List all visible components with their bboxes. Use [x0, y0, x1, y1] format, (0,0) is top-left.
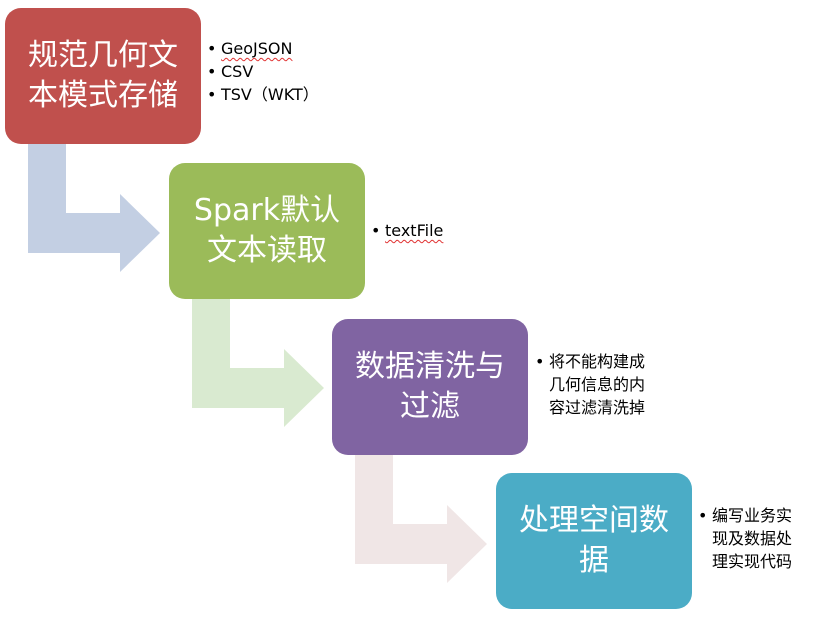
arrow-3-to-4	[355, 454, 487, 583]
arrow-2-to-3	[192, 298, 324, 427]
note-textfile: textFile	[371, 219, 443, 242]
step-1-line-1: 规范几何文	[28, 38, 178, 73]
step-3-notes: 将不能构建成 几何信息的内 容过滤清洗掉	[535, 350, 645, 419]
arrow-1-to-2	[28, 143, 160, 272]
step-2-line-1: Spark默认	[193, 193, 341, 228]
step-box-clean-filter: 数据清洗与 过滤	[332, 319, 528, 455]
step-box-spark-text-read: Spark默认 文本读取	[169, 163, 365, 299]
step-box-process-spatial-data: 处理空间数 据	[496, 473, 692, 609]
note-geojson: GeoJSON	[207, 37, 319, 60]
note-filter-invalid: 将不能构建成 几何信息的内 容过滤清洗掉	[535, 350, 645, 419]
step-1-notes: GeoJSON CSV TSV（WKT）	[207, 37, 319, 106]
note-csv: CSV	[207, 60, 319, 83]
step-3-line-2: 过滤	[400, 389, 460, 424]
step-2-line-2: 文本读取	[207, 233, 327, 268]
step-box-store-geometry-text: 规范几何文 本模式存储	[5, 8, 201, 144]
step-4-line-2: 据	[579, 543, 609, 578]
step-3-line-1: 数据清洗与	[355, 349, 505, 384]
step-2-notes: textFile	[371, 219, 443, 242]
note-business-code: 编写业务实 现及数据处 理实现代码	[698, 504, 792, 573]
step-1-line-2: 本模式存储	[28, 78, 178, 113]
note-tsv: TSV（WKT）	[207, 83, 319, 106]
step-4-line-1: 处理空间数	[519, 503, 669, 538]
step-4-notes: 编写业务实 现及数据处 理实现代码	[698, 504, 792, 573]
